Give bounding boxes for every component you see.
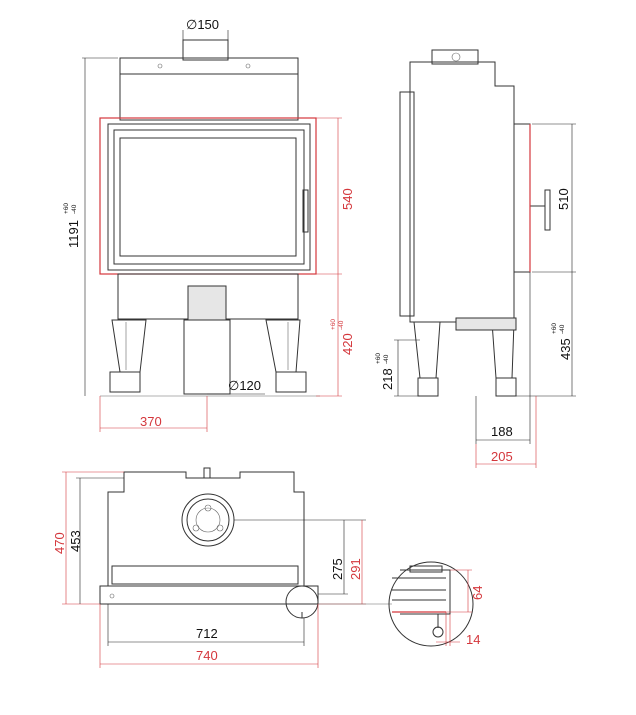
front-view: ∅150 1191 +60 -40 540 420 +60 -40 ∅120 3…	[63, 17, 355, 432]
side-base-height-label: 435	[558, 338, 573, 360]
side-depth-total-label: 205	[491, 449, 513, 464]
door-handle	[302, 189, 309, 233]
air-inlet-box	[187, 285, 227, 321]
side-body	[409, 61, 515, 323]
door-frame-outline	[99, 117, 317, 275]
top-front-frame	[99, 585, 319, 605]
flue-collar-side	[431, 49, 479, 65]
flue-diameter-label: ∅150	[186, 17, 219, 32]
side-inlet-height-label: 218	[380, 368, 395, 390]
half-width-label: 370	[140, 414, 162, 429]
top-depth-body-label: 453	[68, 530, 83, 552]
side-door-height-label: 510	[556, 188, 571, 210]
side-handle	[544, 189, 551, 231]
height-total-label: 1191	[66, 220, 81, 248]
top-axis-body-label: 275	[330, 558, 345, 580]
svg-text:-40: -40	[338, 320, 345, 330]
flue-collar	[182, 39, 229, 61]
top-axis-total-label: 291	[348, 558, 363, 580]
detail-frame-height-label: 64	[470, 586, 485, 600]
svg-text:-40: -40	[71, 204, 78, 214]
svg-text:+60: +60	[551, 323, 558, 334]
top-width-body-label: 712	[196, 626, 218, 641]
door-height-label: 540	[340, 188, 355, 210]
svg-text:+60: +60	[63, 203, 70, 214]
svg-text:+60: +60	[375, 353, 382, 364]
detail-frame-offset-label: 14	[466, 632, 480, 647]
top-view: 470 453 275 291 712 740	[52, 467, 366, 668]
top-door-strip	[111, 565, 299, 585]
side-view: 510 435 +60 -40 218 +60 -40 188 205	[375, 49, 576, 468]
leg-right	[265, 319, 307, 393]
door-glass	[113, 129, 305, 265]
svg-text:-40: -40	[559, 324, 566, 334]
top-width-total-label: 740	[196, 648, 218, 663]
side-depth-body-label: 188	[491, 424, 513, 439]
air-inlet-pipe	[183, 319, 231, 395]
flue-ring	[181, 493, 235, 547]
upper-body	[119, 73, 299, 121]
svg-text:+60: +60	[330, 319, 337, 330]
side-door	[513, 123, 531, 273]
top-depth-total-label: 470	[52, 532, 67, 554]
detail-leg-foot	[432, 626, 444, 638]
leg-left	[109, 319, 147, 393]
air-inlet-diameter-label: ∅120	[228, 378, 261, 393]
detail-view: 64 14	[318, 561, 485, 647]
side-leg-front	[413, 321, 441, 379]
top-body	[107, 471, 305, 587]
base-height-label: 420	[340, 333, 355, 355]
svg-text:-40: -40	[383, 354, 390, 364]
detail-circle	[388, 561, 474, 647]
